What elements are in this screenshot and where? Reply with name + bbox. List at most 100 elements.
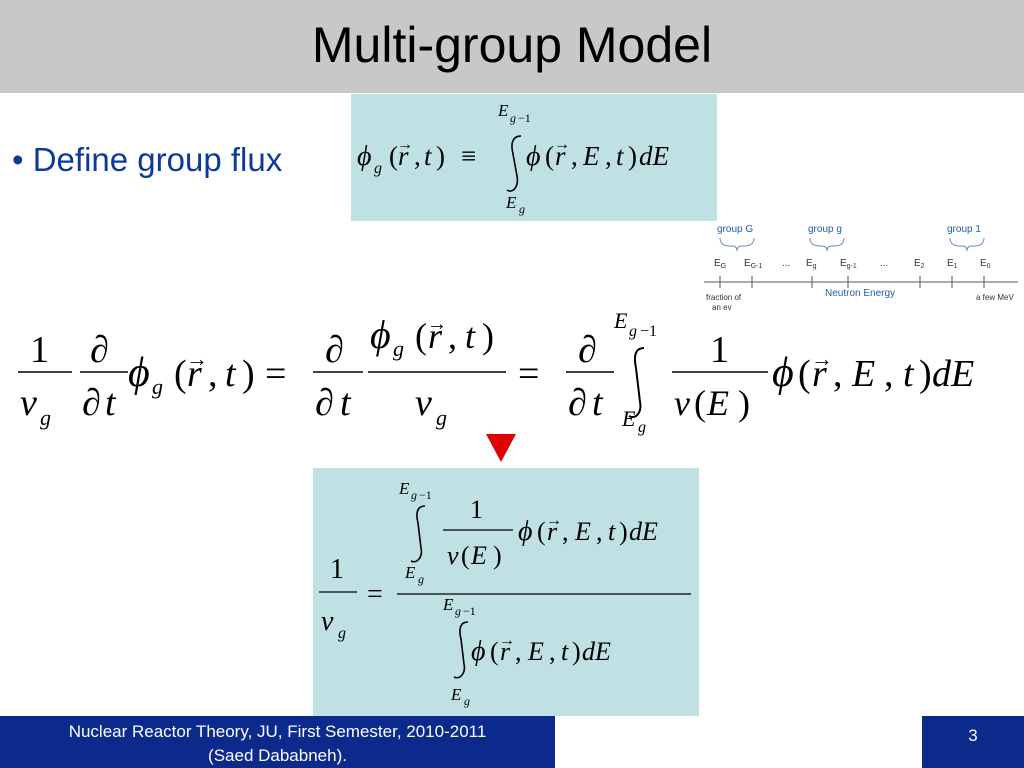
svg-text:∂: ∂: [82, 382, 101, 424]
svg-text:g: g: [393, 336, 404, 361]
svg-text:E: E: [574, 517, 591, 546]
svg-text:g: g: [519, 202, 525, 216]
svg-text:−1: −1: [419, 488, 432, 502]
svg-text:v: v: [674, 383, 690, 423]
svg-text:=: =: [265, 353, 286, 395]
svg-text:(: (: [537, 517, 546, 546]
bullet-define-group-flux: • Define group flux: [12, 141, 283, 178]
svg-text:): ): [738, 383, 750, 423]
svg-text:t: t: [903, 353, 915, 395]
footer-line-1: Nuclear Reactor Theory, JU, First Semest…: [68, 722, 487, 741]
slide-title: Multi-group Model: [311, 17, 713, 73]
svg-text:ϕ: ϕ: [518, 516, 533, 547]
svg-text:v: v: [20, 382, 37, 424]
svg-text:E: E: [470, 541, 487, 570]
svg-text:,: ,: [605, 141, 612, 171]
svg-text:,: ,: [208, 353, 218, 395]
svg-text:,: ,: [562, 517, 569, 546]
svg-text:): ): [482, 316, 494, 356]
svg-text:(: (: [545, 141, 554, 171]
high-energy-note: a few MeV: [976, 293, 1014, 302]
svg-text:t: t: [424, 141, 433, 171]
svg-text:dE: dE: [639, 141, 670, 171]
svg-text:E: E: [450, 685, 462, 704]
neutron-energy-axis-label: Neutron Energy: [825, 288, 895, 299]
svg-text:E: E: [613, 308, 628, 333]
svg-text:E2: E2: [914, 258, 925, 270]
svg-text:v: v: [321, 606, 334, 637]
svg-text:→: →: [186, 346, 208, 371]
svg-text:→: →: [554, 136, 570, 153]
svg-text:t: t: [465, 316, 476, 356]
svg-text:(: (: [389, 141, 398, 171]
svg-text:v: v: [447, 541, 459, 570]
svg-text:(: (: [174, 353, 187, 395]
svg-text:≡: ≡: [461, 141, 476, 171]
svg-text:): ): [572, 637, 581, 666]
svg-text:−1: −1: [463, 604, 476, 618]
svg-text:Eg: Eg: [806, 258, 817, 270]
svg-text:E: E: [442, 595, 454, 614]
svg-text:,: ,: [448, 316, 457, 356]
svg-text:E: E: [527, 637, 544, 666]
svg-text:r: r: [500, 637, 511, 666]
svg-text:E: E: [706, 383, 729, 423]
group-flux-definition-box: E g −1 E g ϕ g ( r → , t ) ≡ ϕ ( r → , E…: [351, 94, 717, 221]
svg-text:→: →: [811, 346, 833, 371]
svg-text:−1: −1: [518, 111, 531, 125]
svg-text:∂: ∂: [325, 329, 344, 371]
group-G-label: group G: [717, 224, 753, 235]
svg-text:g: g: [638, 419, 646, 436]
low-energy-note-line1: fraction of: [706, 293, 742, 302]
svg-text:g: g: [629, 323, 637, 340]
svg-text:E: E: [404, 563, 416, 582]
group-1-label: group 1: [947, 224, 981, 235]
svg-text:E: E: [851, 353, 875, 395]
svg-text:,: ,: [571, 141, 578, 171]
svg-text:t: t: [105, 382, 117, 424]
svg-text:ϕ: ϕ: [471, 636, 486, 667]
svg-text:→: →: [499, 632, 515, 649]
svg-text:r: r: [555, 141, 566, 171]
svg-text:r: r: [812, 353, 827, 395]
svg-text:): ): [619, 517, 628, 546]
svg-text:ϕ: ϕ: [357, 141, 372, 172]
svg-text:g: g: [418, 572, 424, 586]
svg-text:r: r: [398, 141, 409, 171]
svg-text:,: ,: [833, 353, 843, 395]
svg-text:∂: ∂: [578, 329, 597, 371]
svg-text:E: E: [621, 406, 636, 431]
svg-text:...: ...: [782, 258, 790, 269]
svg-text:(: (: [461, 541, 470, 570]
svg-text:): ): [242, 353, 255, 395]
svg-text:(: (: [415, 316, 427, 356]
svg-text:...: ...: [880, 258, 888, 269]
group-velocity-result-box: E g −1 E g 1 v ( E ) ϕ ( r → , E , t ) d…: [313, 468, 699, 716]
footer-course-info: Nuclear Reactor Theory, JU, First Semest…: [0, 716, 555, 768]
svg-text:r: r: [187, 353, 202, 395]
page-number: 3: [922, 716, 1024, 768]
svg-text:g: g: [436, 405, 447, 430]
svg-text:g: g: [510, 111, 516, 125]
svg-text:→: →: [397, 136, 413, 153]
title-bar: [0, 0, 1024, 93]
svg-text:): ): [436, 141, 445, 171]
svg-text:E0: E0: [980, 258, 991, 270]
svg-text:∂: ∂: [568, 382, 587, 424]
svg-text:dE: dE: [629, 517, 658, 546]
svg-text:Eg-1: Eg-1: [840, 258, 857, 270]
svg-text:r: r: [547, 517, 558, 546]
svg-text:=: =: [518, 353, 539, 395]
svg-text:dE: dE: [932, 353, 974, 395]
group-velocity-derivation-equation: 1 v g ∂ ∂ t ϕ g ( r → , t ) = ∂ ∂ t ϕ g …: [18, 308, 974, 436]
svg-text:dE: dE: [582, 637, 611, 666]
svg-text:EG-1: EG-1: [744, 258, 762, 270]
svg-text:): ): [493, 541, 502, 570]
svg-text:1: 1: [710, 329, 729, 371]
svg-text:,: ,: [515, 637, 522, 666]
svg-text:EG: EG: [714, 258, 726, 270]
svg-text:g: g: [338, 625, 346, 642]
svg-text:1: 1: [470, 495, 483, 524]
svg-text:E1: E1: [947, 258, 958, 270]
svg-text:t: t: [225, 353, 237, 395]
